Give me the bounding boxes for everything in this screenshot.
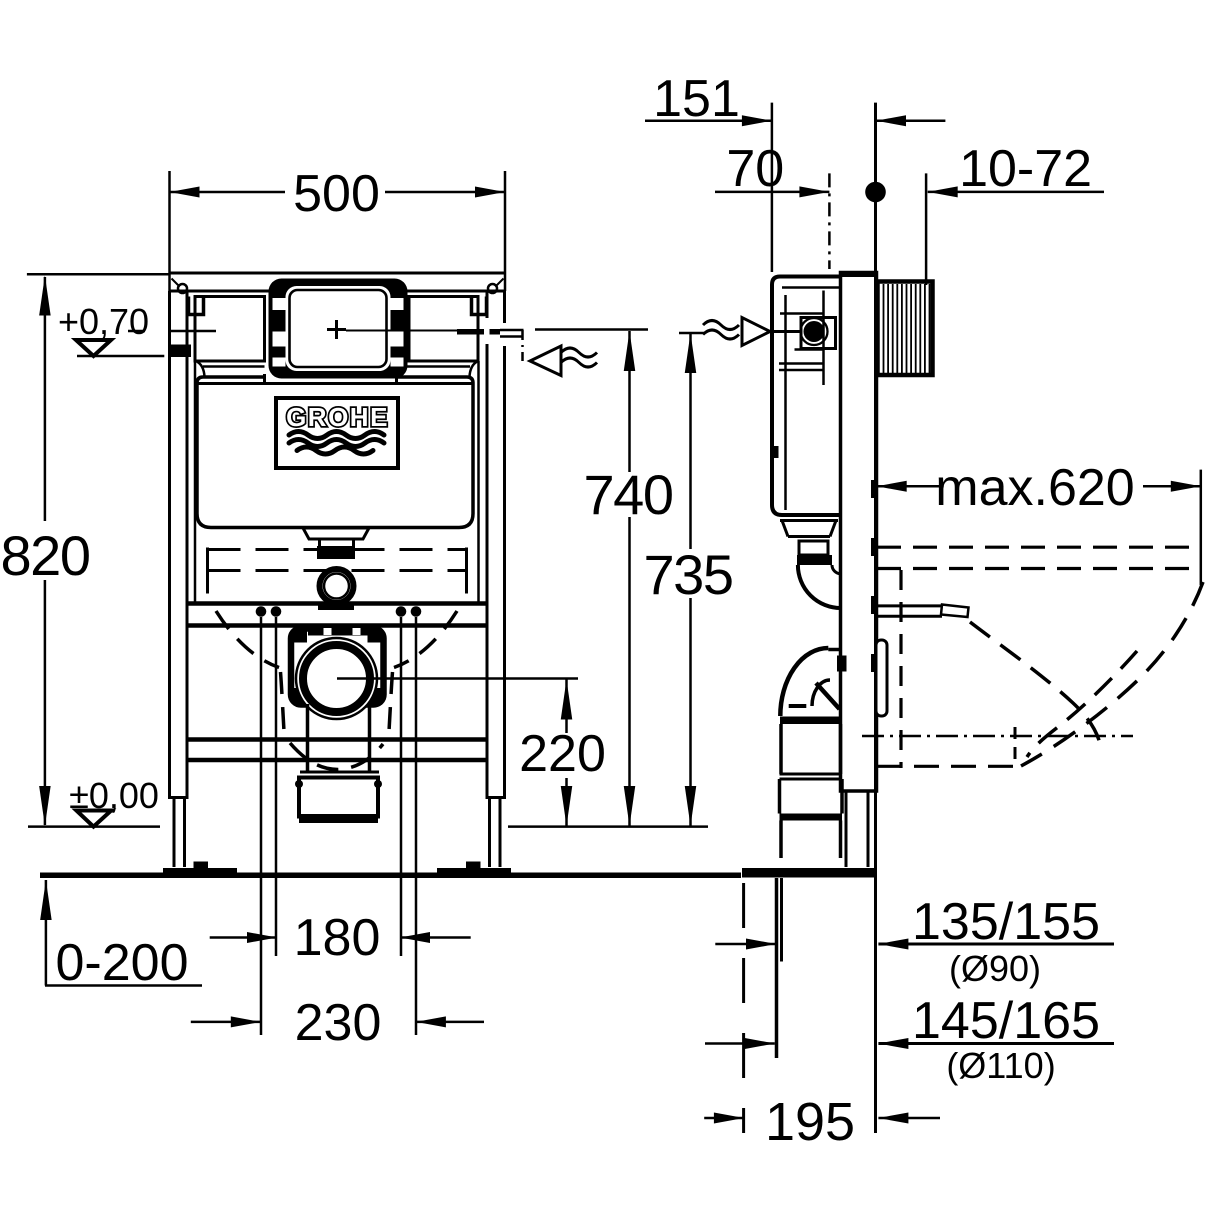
svg-text:+0,70: +0,70	[58, 301, 149, 342]
svg-text:10-72: 10-72	[959, 140, 1092, 198]
svg-text:135/155: 135/155	[912, 893, 1100, 951]
svg-text:(Ø90): (Ø90)	[949, 948, 1041, 989]
svg-text:820: 820	[1, 524, 90, 587]
svg-text:500: 500	[293, 165, 380, 223]
svg-text:195: 195	[765, 1092, 855, 1152]
svg-text:735: 735	[644, 543, 733, 606]
svg-text:0-200: 0-200	[56, 934, 189, 992]
svg-text:145/165: 145/165	[912, 992, 1100, 1050]
svg-text:740: 740	[584, 463, 673, 526]
svg-text:230: 230	[295, 994, 382, 1052]
svg-text:70: 70	[726, 140, 784, 198]
svg-text:151: 151	[653, 70, 740, 128]
svg-text:(Ø110): (Ø110)	[946, 1045, 1055, 1086]
svg-text:GROHE: GROHE	[286, 402, 389, 432]
svg-text:max.620: max.620	[935, 459, 1134, 517]
svg-text:180: 180	[294, 909, 381, 967]
svg-text:220: 220	[519, 725, 606, 783]
